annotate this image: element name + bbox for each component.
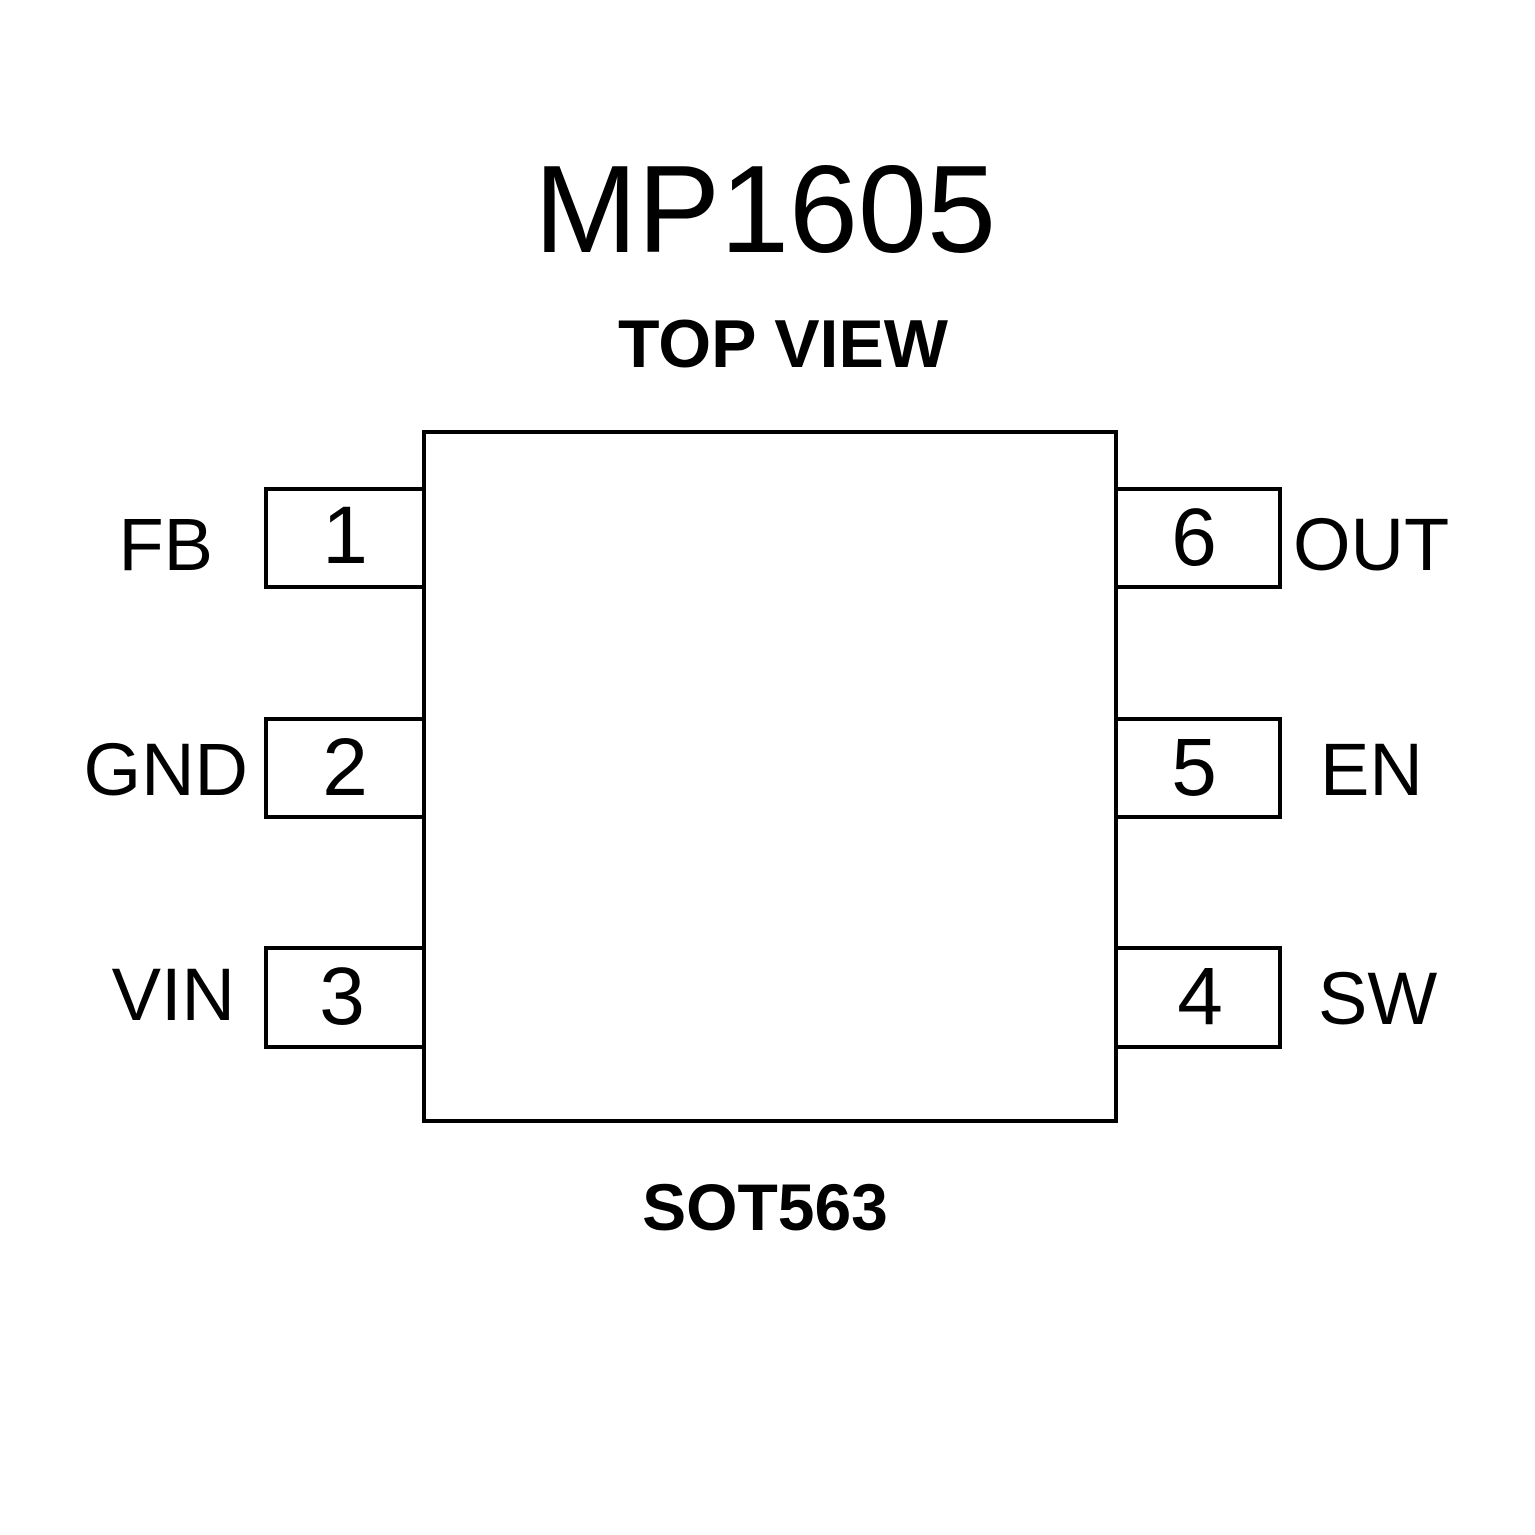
pin-6-pad [1118, 487, 1282, 589]
part-number-title: MP1605 [534, 141, 996, 279]
pin-5: 5 EN [1118, 717, 1423, 819]
pin-6-name: OUT [1293, 503, 1449, 586]
ic-body [422, 430, 1118, 1123]
pin-4-pad [1118, 946, 1282, 1049]
pin-6: 6 OUT [1118, 487, 1449, 589]
pin-5-pad [1118, 717, 1282, 819]
pin-2-name: GND [84, 728, 248, 811]
pin-3: 3 VIN [112, 946, 422, 1049]
pin-4-name: SW [1318, 957, 1437, 1040]
pin-1-number: 1 [322, 490, 368, 581]
pin-2: 2 GND [84, 717, 422, 819]
pin-2-number: 2 [322, 722, 368, 813]
pin-3-pad [264, 946, 422, 1049]
pin-1-name: FB [118, 503, 213, 586]
pin-1-pad [264, 487, 422, 589]
pin-4-number: 4 [1177, 951, 1223, 1042]
pin-5-name: EN [1320, 728, 1423, 811]
pin-3-number: 3 [319, 951, 365, 1042]
pin-1: 1 FB [118, 487, 422, 589]
pin-3-name: VIN [112, 953, 235, 1036]
view-label: TOP VIEW [618, 306, 949, 382]
pin-2-pad [264, 717, 422, 819]
pin-5-number: 5 [1171, 722, 1217, 813]
package-label: SOT563 [642, 1170, 888, 1244]
pin-4: 4 SW [1118, 946, 1437, 1049]
pin-6-number: 6 [1171, 492, 1217, 583]
